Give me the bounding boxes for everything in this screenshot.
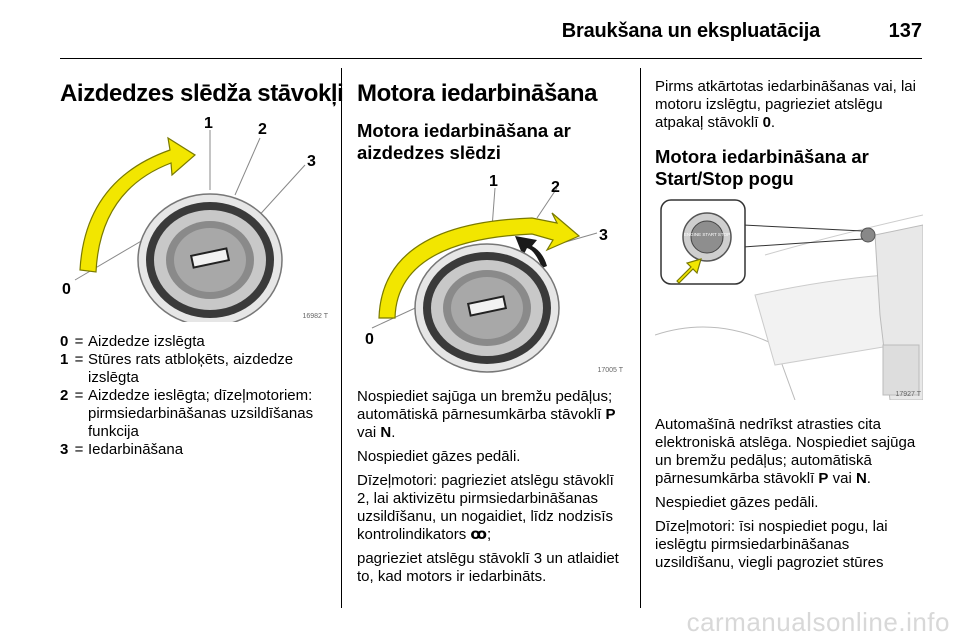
section-heading-engine-start: Motora iedarbināšana [357,80,598,107]
position-label-2: 2 [551,179,560,196]
paragraph: Dīzeļmotori: īsi nospiediet pogu, lai ie… [655,518,888,571]
legend-item: 2 = Aizdedze ieslēgta; dīzeļmotoriem: pi… [60,387,325,441]
legend-key: 0 [60,333,69,350]
paragraph: Nospiediet sajūga un bremžu pedāļus; aut… [357,388,616,441]
start-stop-button-label: ENGINE START STOP [684,232,730,237]
ignition-start-figure: 1 2 3 0 17005 T [357,168,625,376]
legend-equals: = [74,333,84,350]
middle-body-text: Nospiediet sajūga un bremžu pedāļus; aut… [357,388,627,592]
start-stop-button-figure: ENGINE START STOP 17927 T [655,195,923,400]
column-divider-right [640,68,641,608]
figure-code: 17005 T [597,367,623,374]
legend-key: 3 [60,441,69,458]
position-label-3: 3 [599,227,608,244]
arrow-shape [79,136,197,273]
header-rule [60,58,922,59]
position-label-2: 2 [258,121,267,138]
legend-key: 2 [60,387,69,404]
column-divider-left [341,68,342,608]
legend-text: Stūres rats atbloķēts, aizdedze izslēgta [88,351,294,386]
page-number: 137 [888,20,922,42]
legend-equals: = [74,351,84,368]
legend-equals: = [74,441,84,458]
paragraph: Nospiediet gāzes pedāli. [357,448,521,465]
ignition-switch-figure: 1 2 3 0 16982 T [60,110,330,322]
watermark: carmanualsonline.info [686,607,950,637]
legend-equals: = [74,387,84,404]
position-label-3: 3 [307,153,316,170]
position-label-1: 1 [489,173,498,190]
paragraph: pagrieziet atslēgu stāvoklī 3 un atlaidi… [357,550,619,585]
right-body-text: Automašīnā nedrīkst atrasties cita elekt… [655,416,925,578]
ignition-position-legend: 0 = Aizdedze izslēgta 1 = Stūres rats at… [60,333,325,459]
legend-text: Aizdedze ieslēgta; dīzeļmotoriem: pirmsi… [88,387,314,440]
legend-item: 0 = Aizdedze izslēgta [60,333,325,351]
position-label-0: 0 [365,331,374,348]
subheading-ignition-key-start: Motora iedarbināšana ar aizdedzes slēdzi [357,120,571,163]
paragraph: Nespiediet gāzes pedāli. [655,494,819,511]
legend-item: 3 = Iedarbināšana [60,441,325,459]
paragraph: Dīzeļmotori: pagrieziet atslēgu stāvoklī… [357,472,614,543]
figure-code: 16982 T [302,313,328,320]
position-label-1: 1 [204,115,213,132]
legend-text: Iedarbināšana [88,441,184,458]
legend-text: Aizdedze izslēgta [88,333,205,350]
section-heading-ignition-positions: Aizdedzes slēdža stāvokļi [60,80,344,107]
subheading-start-stop-button: Motora iedarbināšana ar Start/Stop pogu [655,146,869,189]
glow-plug-indicator-icon: ꝏ [470,526,487,543]
paragraph: Pirms atkārtotas iedarbināšanas vai, lai… [655,78,916,131]
legend-key: 1 [60,351,69,368]
position-label-0: 0 [62,281,71,298]
right-intro-text: Pirms atkārtotas iedarbināšanas vai, lai… [655,78,925,138]
header-title: Braukšana un ekspluatācija [561,20,820,42]
legend-item: 1 = Stūres rats atbloķēts, aizdedze izsl… [60,351,325,387]
figure-code: 17927 T [895,391,921,398]
paragraph: Automašīnā nedrīkst atrasties cita elekt… [655,416,916,487]
